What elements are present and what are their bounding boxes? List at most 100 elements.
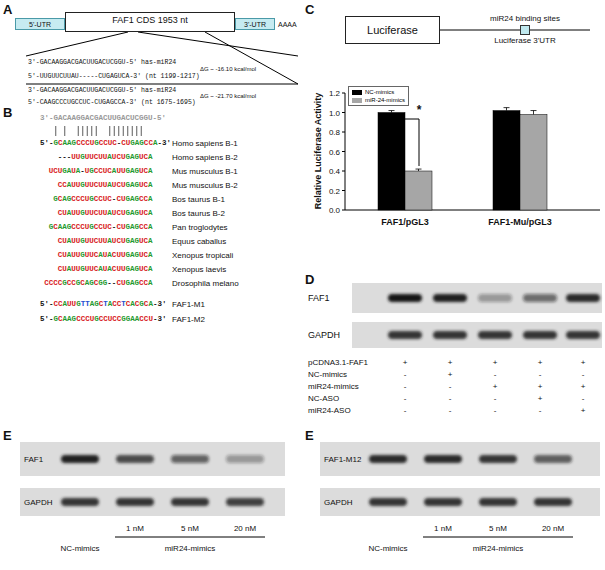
sequence-letter: U xyxy=(139,237,144,245)
sequence-letter: C xyxy=(44,279,49,287)
sequence-letter: A xyxy=(63,139,68,147)
sequence-letter: U xyxy=(121,237,126,245)
sequence-letter: C xyxy=(53,223,58,231)
blot-band xyxy=(61,498,99,506)
pairing-tick xyxy=(118,126,119,136)
sequence-letter: G xyxy=(72,139,77,147)
sequence-letter: U xyxy=(85,237,90,245)
legend-swatch xyxy=(352,98,362,103)
legend-text: miR-24-mimics xyxy=(365,96,405,104)
sequence-letter: G xyxy=(53,195,58,203)
sequence-letter: G xyxy=(76,279,81,287)
sequence-letter: A xyxy=(130,251,135,259)
sequence-letter: U xyxy=(62,237,67,245)
sequence-letter: A xyxy=(130,265,135,273)
sequence-letter: U xyxy=(89,209,94,217)
sequence-letter: G xyxy=(125,209,130,217)
sequence-letter: U xyxy=(76,153,81,161)
sequence-letter: C xyxy=(76,315,81,323)
sequence-letter: C xyxy=(112,300,117,308)
sequence-letter: U xyxy=(121,265,126,273)
table-cell: - xyxy=(404,394,407,403)
sequence-letter: C xyxy=(139,195,144,203)
sequence-letter: A xyxy=(58,223,63,231)
pairing-tick xyxy=(91,126,92,136)
row-label: NC-mimics xyxy=(308,370,347,379)
sequence-letter: - xyxy=(153,315,158,323)
sequence-letter: T xyxy=(81,300,86,308)
sequence-letter: A xyxy=(67,167,72,175)
mutant-sequence: 5'-CCAUUGTTAGCTACCTCACGCA-3' xyxy=(40,300,166,308)
blot-background xyxy=(320,442,600,476)
sequence-letter: C xyxy=(98,223,103,231)
sequence-letter: G xyxy=(89,279,94,287)
species-name: Pan troglodytes xyxy=(172,223,228,232)
target-sequence: 5'-UUGUUCUUAU-----CUGAGUCA-3' (nt 1199-1… xyxy=(28,73,200,80)
sequence-letter: 5 xyxy=(40,300,45,308)
sequence-letter: ' xyxy=(45,300,50,308)
sequence-letter: C xyxy=(94,265,99,273)
sequence-letter: C xyxy=(71,279,76,287)
sequence-letter: T xyxy=(85,300,90,308)
sequence-letter: C xyxy=(94,251,99,259)
blot-band xyxy=(61,455,99,463)
polya-tail: AAAA xyxy=(278,21,297,28)
sequence-letter: U xyxy=(108,315,113,323)
sequence-letter: A xyxy=(107,251,112,259)
sequence-letter: C xyxy=(53,167,58,175)
table-cell: - xyxy=(404,406,407,415)
sequence-letter: G xyxy=(125,153,130,161)
sequence-letter: C xyxy=(58,181,63,189)
sequence-letter: C xyxy=(98,167,103,175)
sequence-letter: U xyxy=(116,251,121,259)
sequence-letter: C xyxy=(116,223,121,231)
blot-band xyxy=(479,498,517,506)
panel-letter: D xyxy=(305,272,314,287)
category-label: FAF1-Mu/pGL3 xyxy=(488,217,552,227)
pairing-tick xyxy=(127,126,128,136)
sequence-letter: C xyxy=(71,195,76,203)
sequence-letter: A xyxy=(98,251,103,259)
sequence-letter: G xyxy=(134,195,139,203)
sequence-letter: A xyxy=(130,237,135,245)
sequence-letter: C xyxy=(58,195,63,203)
leader-line xyxy=(138,32,298,56)
sequence-letter: G xyxy=(72,315,77,323)
utr-box: 5'-UTR xyxy=(15,18,65,30)
sequence-letter: A xyxy=(107,265,112,273)
axis-tick-mark xyxy=(342,112,345,113)
sequence-letter: - xyxy=(58,153,63,161)
blot-band xyxy=(116,455,154,463)
sequence-letter: U xyxy=(89,237,94,245)
species-name: Bos taurus B-1 xyxy=(172,195,225,204)
lane-label: 20 nM xyxy=(542,524,564,533)
row-label: pCDNA3.1-FAF1 xyxy=(308,358,368,367)
sequence-letter: U xyxy=(121,167,126,175)
sequence-letter: U xyxy=(85,153,90,161)
leader-line xyxy=(26,32,128,56)
sequence-letter: A xyxy=(135,315,140,323)
table-cell: - xyxy=(449,394,452,403)
aligned-sequence: 5'-GCAAGCCCUGCCUC-CUGAGCCA-3' xyxy=(40,139,171,147)
blot-band xyxy=(369,498,407,506)
lane-label: NC-mimics xyxy=(60,544,99,553)
sequence-letter: U xyxy=(98,237,103,245)
blot-background xyxy=(352,283,602,313)
table-cell: - xyxy=(449,382,452,391)
sequence-letter: U xyxy=(148,315,153,323)
sequence-letter: C xyxy=(71,223,76,231)
sequence-letter: A xyxy=(148,300,153,308)
sequence-letter: U xyxy=(67,300,72,308)
sequence-letter: A xyxy=(130,167,135,175)
leader-line xyxy=(205,32,298,84)
sequence-letter: C xyxy=(58,300,63,308)
axis-tick: 0.6 xyxy=(329,147,340,156)
sequence-letter: U xyxy=(108,139,113,147)
sequence-letter: G xyxy=(125,265,130,273)
sequence-letter: G xyxy=(62,279,67,287)
axis-tick-mark xyxy=(342,151,345,152)
sequence-letter: G xyxy=(62,167,67,175)
sequence-letter: ' xyxy=(162,315,167,323)
sequence-letter: G xyxy=(125,195,130,203)
sequence-letter: - xyxy=(49,315,54,323)
